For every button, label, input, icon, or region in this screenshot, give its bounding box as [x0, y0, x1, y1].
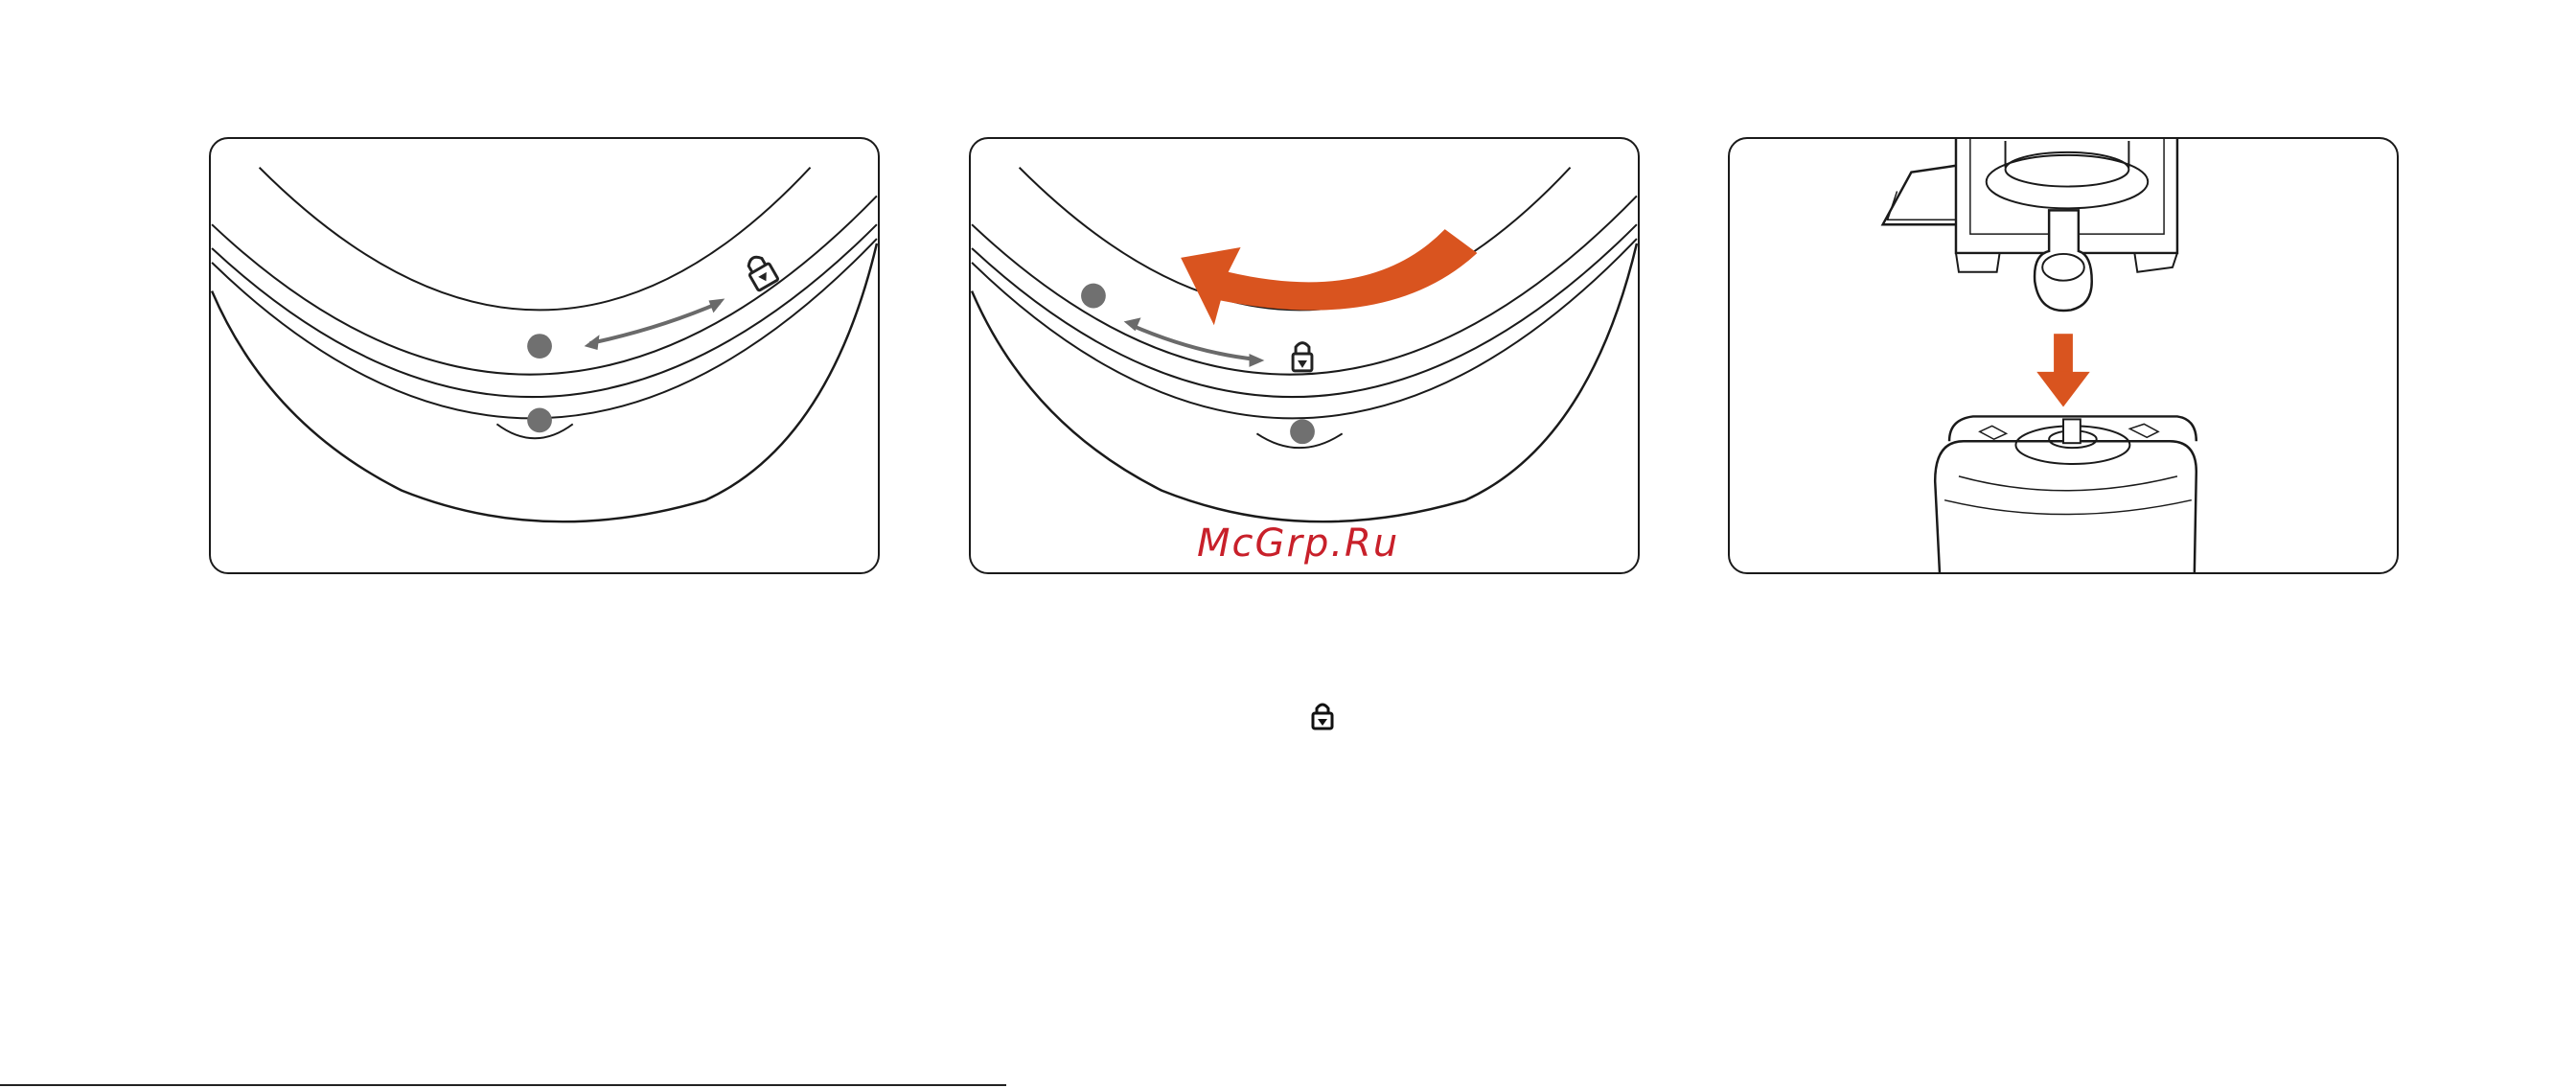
double-arrow-right-head [1250, 354, 1265, 367]
double-arrow-right-head [708, 299, 724, 313]
top-ring-inner [2006, 152, 2129, 187]
figure-2-panel [969, 137, 1640, 574]
inner-rim [260, 168, 811, 311]
lock-icon [1311, 702, 1334, 730]
figure-1-panel [209, 137, 880, 574]
alignment-dot-bottom [527, 408, 552, 433]
figure-2-illustration [971, 139, 1638, 572]
down-arrow-icon [2036, 372, 2090, 407]
lower-lip [1956, 253, 2000, 272]
rim-lower [972, 239, 1637, 418]
alignment-dot-bottom [1290, 419, 1315, 444]
drive-shaft [2063, 419, 2081, 443]
side-chute [1883, 166, 1956, 224]
watermark-text: McGrp.Ru [1197, 521, 1399, 566]
clip-right [2129, 424, 2158, 437]
bowl-outline [212, 243, 877, 521]
double-arrow-left-head [585, 335, 600, 350]
spout [2035, 210, 2092, 311]
lower-lip-right [2134, 253, 2177, 272]
rim-lower [212, 239, 877, 418]
down-arrow-shaft [2054, 334, 2073, 377]
base-groove [1959, 476, 2177, 491]
figure-3-illustration [1730, 139, 2397, 572]
bottom-rule [0, 1084, 1006, 1086]
base-groove-2 [1944, 500, 2192, 515]
clip-left [1980, 426, 2007, 439]
figure-1-illustration [211, 139, 878, 572]
lock-icon [743, 252, 778, 290]
lock-icon [1293, 343, 1312, 371]
rotate-arrow-icon [1181, 229, 1477, 325]
alignment-dot-left [1081, 284, 1106, 309]
double-arrow-shaft [1132, 325, 1257, 359]
figure-3-panel [1728, 137, 2399, 574]
alignment-dot-top [527, 334, 552, 359]
double-arrow-shaft [590, 302, 721, 343]
